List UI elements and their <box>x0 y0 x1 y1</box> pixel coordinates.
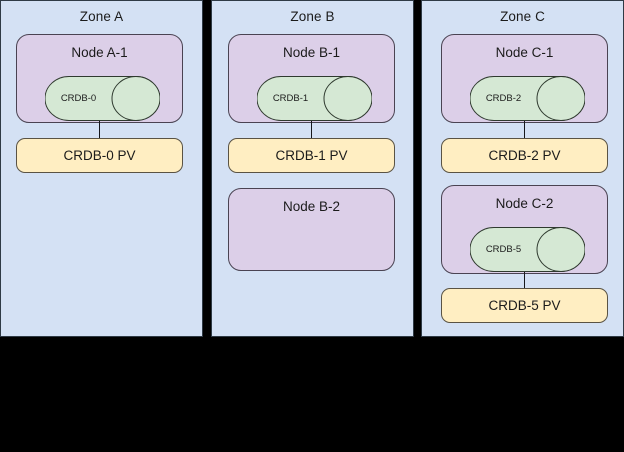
persistent-volume-label: CRDB-0 PV <box>63 148 136 163</box>
persistent-volume-pv-crdb-2[interactable]: CRDB-2 PV <box>441 138 608 173</box>
connector-node-c-2-to-pv-crdb-5 <box>524 272 525 288</box>
persistent-volume-pv-crdb-5[interactable]: CRDB-5 PV <box>441 288 608 323</box>
zone-title: Zone A <box>79 9 124 24</box>
node-title: Node C-2 <box>495 196 554 211</box>
database-cylinder: CRDB-0 <box>45 76 160 121</box>
database-cylinder: CRDB-2 <box>470 76 585 121</box>
persistent-volume-pv-crdb-1[interactable]: CRDB-1 PV <box>228 138 395 173</box>
node-title: Node A-1 <box>71 45 128 60</box>
connector-node-c-1-to-pv-crdb-2 <box>524 121 525 138</box>
persistent-volume-pv-crdb-0[interactable]: CRDB-0 PV <box>16 138 183 173</box>
node-title: Node B-1 <box>282 45 341 60</box>
database-cylinder: CRDB-1 <box>257 76 372 121</box>
connector-node-b-1-to-pv-crdb-1 <box>311 121 312 138</box>
persistent-volume-label: CRDB-5 PV <box>488 298 561 313</box>
node-title: Node C-1 <box>495 45 554 60</box>
persistent-volume-label: CRDB-2 PV <box>488 148 561 163</box>
cylinder-end-cap <box>323 76 372 121</box>
node-box-node-b-2[interactable]: Node B-2 <box>228 188 395 271</box>
cylinder-end-cap <box>536 227 585 272</box>
cylinder-end-cap <box>536 76 585 121</box>
connector-node-a-1-to-pv-crdb-0 <box>99 121 100 138</box>
node-title: Node B-2 <box>282 199 341 214</box>
cylinder-end-cap <box>111 76 160 121</box>
zone-title: Zone B <box>290 9 335 24</box>
database-cylinder: CRDB-5 <box>470 227 585 272</box>
persistent-volume-label: CRDB-1 PV <box>275 148 348 163</box>
zone-title: Zone C <box>500 9 545 24</box>
